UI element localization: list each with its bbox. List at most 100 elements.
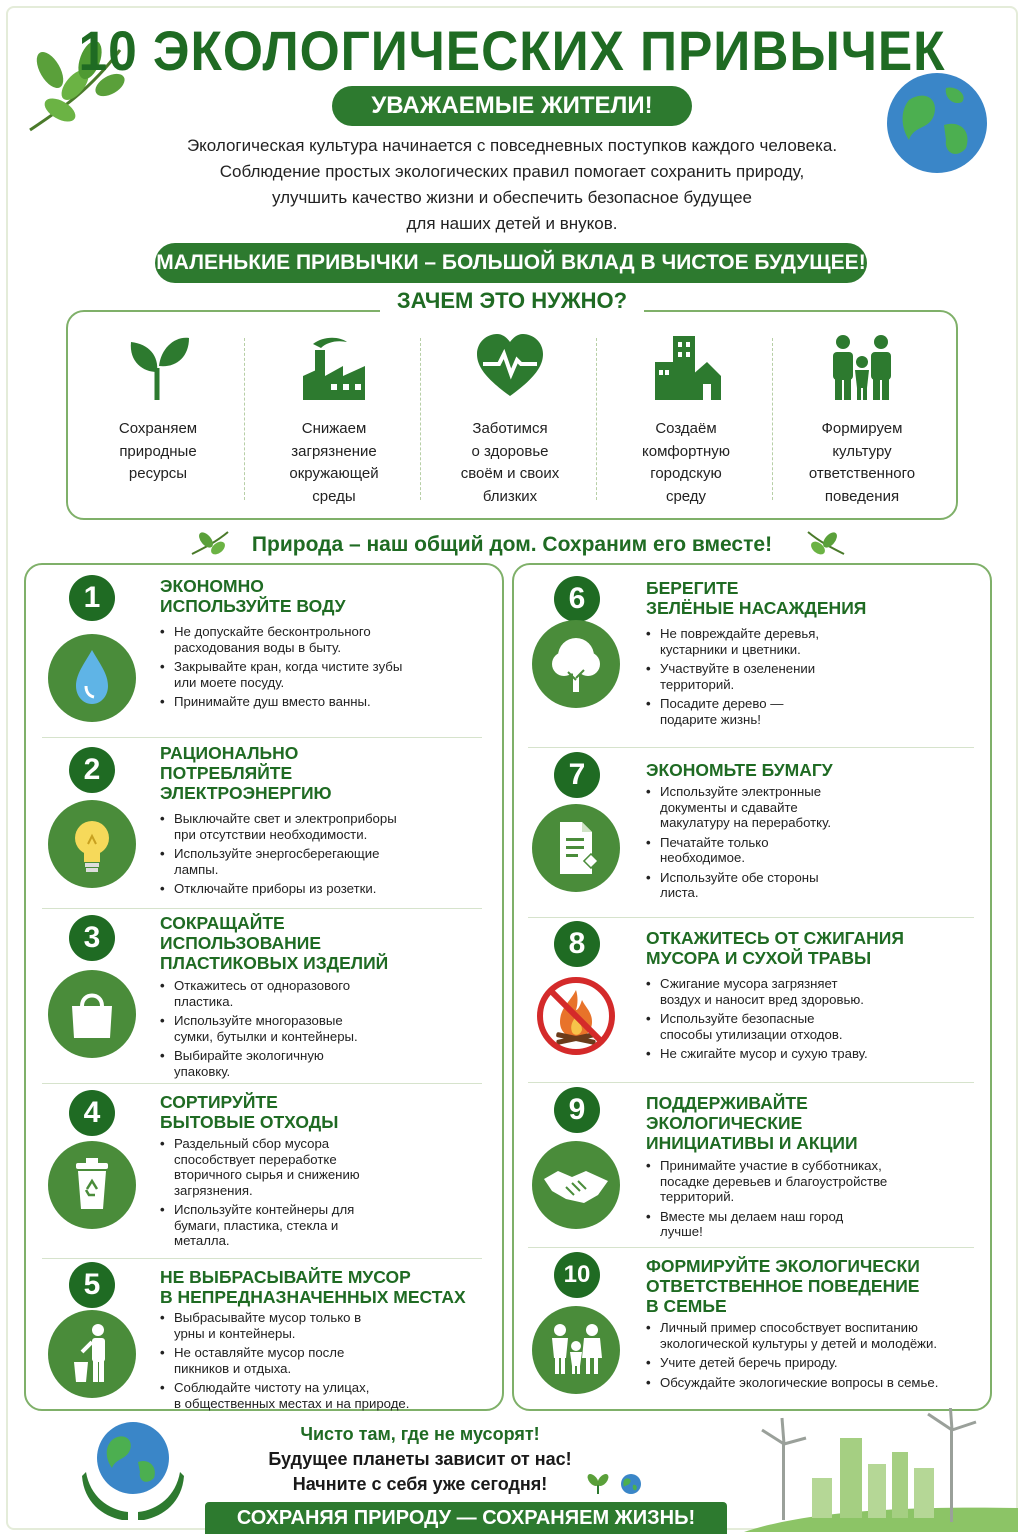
habit-icon-badge <box>48 634 136 722</box>
habit-point: Личный пример способствует воспитаниюэко… <box>646 1320 986 1351</box>
globe-icon <box>621 1474 641 1494</box>
light-bulb-icon <box>75 821 109 872</box>
sprout-icon <box>587 1474 609 1494</box>
nature-slogan: Природа – наш общий дом. Сохраним его вм… <box>251 533 773 556</box>
globe-in-hands-icon <box>82 1422 184 1520</box>
footer-line: Начните с себя уже сегодня! <box>292 1474 548 1494</box>
divider <box>528 1247 974 1248</box>
habit-point: Учите детей беречь природу. <box>646 1355 986 1371</box>
divider <box>42 1083 482 1084</box>
habit-number: 1 <box>69 575 115 621</box>
habit-point: Отключайте приборы из розетки. <box>160 881 470 897</box>
habit-point: Соблюдайте чистоту на улицах,в обществен… <box>160 1380 480 1411</box>
family-icon <box>552 1324 602 1374</box>
habit-icon-badge <box>532 804 620 892</box>
intro-line: Соблюдение простых экологических правил … <box>219 162 805 181</box>
slogan-banner: МАЛЕНЬКИЕ ПРИВЫЧКИ – БОЛЬШОЙ ВКЛАД В ЧИС… <box>155 243 867 283</box>
habit-point: Принимайте душ вместо ванны. <box>160 694 470 710</box>
intro-line: для наших детей и внуков. <box>406 214 618 233</box>
recycle-bin-icon <box>76 1158 108 1209</box>
habit-points: Не допускайте бесконтрольногорасходовани… <box>160 624 470 714</box>
globe-icon <box>887 73 987 173</box>
habit-icon-badge <box>530 976 622 1056</box>
habit-number: 10 <box>554 1252 600 1298</box>
intro-line: улучшить качество жизни и обеспечить без… <box>272 188 752 207</box>
habit-number: 3 <box>69 915 115 961</box>
habit-points: Принимайте участие в субботниках,посадке… <box>646 1158 966 1244</box>
why-divider <box>420 338 421 500</box>
handshake-icon <box>544 1171 608 1203</box>
divider <box>42 737 482 738</box>
habit-point: Обсуждайте экологические вопросы в семье… <box>646 1375 986 1391</box>
habit-icon-badge <box>532 1141 620 1229</box>
footer-appeal: Чисто там, где не мусорят! Будущее плане… <box>230 1422 610 1497</box>
habit-icon-badge <box>532 620 620 708</box>
heart-pulse-icon <box>477 334 543 396</box>
leaf-icon <box>191 531 229 555</box>
divider <box>42 1258 482 1259</box>
divider <box>528 747 974 748</box>
habit-number: 5 <box>69 1262 115 1308</box>
factory-icon <box>303 337 365 400</box>
intro-text: Экологическая культура начинается с повс… <box>130 133 894 237</box>
habit-icon-badge <box>48 800 136 888</box>
why-title: ЗАЧЕМ ЭТО НУЖНО? <box>380 288 644 314</box>
habit-number: 8 <box>554 921 600 967</box>
city-buildings-icon <box>655 336 721 400</box>
habit-number: 4 <box>69 1090 115 1136</box>
divider <box>528 1082 974 1083</box>
habit-points: Личный пример способствует воспитаниюэко… <box>646 1320 986 1394</box>
divider <box>528 917 974 918</box>
poster-title: 10 ЭКОЛОГИЧЕСКИХ ПРИВЫЧЕК <box>78 19 946 82</box>
footer-line: Будущее планеты зависит от нас! <box>268 1449 572 1469</box>
habit-title: ЭКОНОМЬТЕ БУМАГУ <box>646 760 833 780</box>
habit-point: Не повреждайте деревья,кустарники и цвет… <box>646 626 966 657</box>
habit-number: 2 <box>69 747 115 793</box>
footer-line: Чисто там, где не мусорят! <box>300 1424 540 1444</box>
habit-number: 9 <box>554 1087 600 1133</box>
leaf-branch-icon <box>29 40 125 132</box>
habit-point: Не сжигайте мусор и сухую траву. <box>646 1046 966 1062</box>
habit-point: Не допускайте бесконтрольногорасходовани… <box>160 624 470 655</box>
habit-icon-badge <box>48 1141 136 1229</box>
no-fire-icon <box>537 977 615 1055</box>
habit-point: Принимайте участие в субботниках,посадке… <box>646 1158 966 1205</box>
intro-line: Экологическая культура начинается с повс… <box>186 136 838 155</box>
shopping-bag-icon <box>72 993 112 1038</box>
sprout-icon <box>130 337 189 400</box>
footer-motto-banner: СОХРАНЯЯ ПРИРОДУ — СОХРАНЯЕМ ЖИЗНЬ! <box>205 1502 727 1534</box>
tree-icon <box>552 638 600 692</box>
family-icon <box>833 335 891 400</box>
why-divider <box>596 338 597 500</box>
